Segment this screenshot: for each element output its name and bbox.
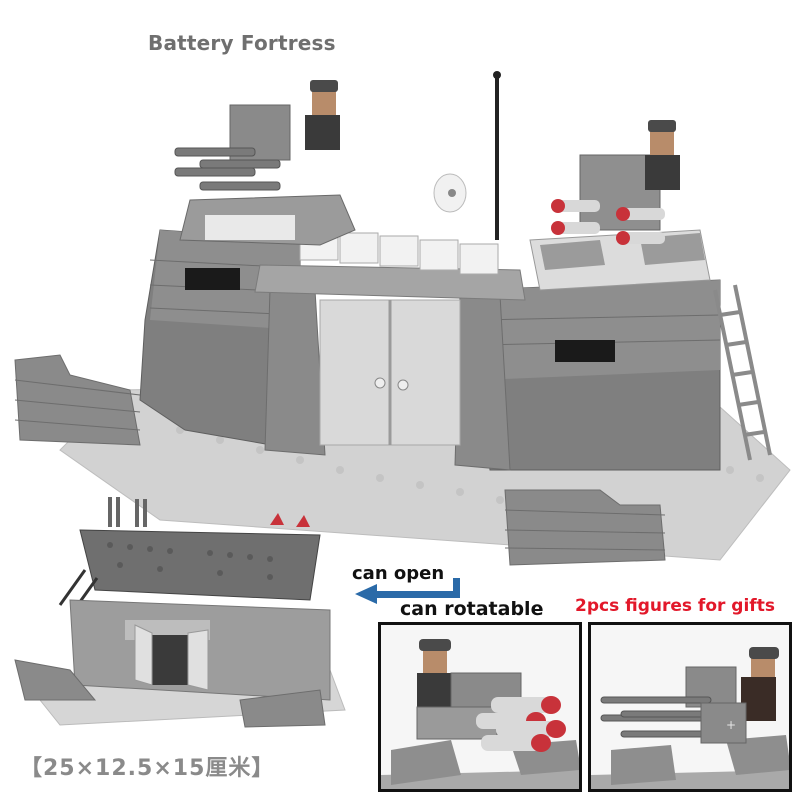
can-open-label: can open	[352, 563, 445, 584]
figures-gift-label: 2pcs figures for gifts	[575, 596, 775, 616]
detail-rocket-turret-image	[378, 622, 582, 792]
can-rotatable-label: can rotatable	[400, 598, 544, 620]
left-arrow-icon	[355, 578, 465, 606]
main-fortress-image	[0, 60, 800, 580]
open-roof-image	[0, 485, 360, 735]
svg-text:+: +	[726, 718, 736, 732]
product-title: Battery Fortress	[148, 31, 336, 55]
detail-gatling-turret-image: +	[588, 622, 792, 792]
dimensions-label: 【25×12.5×15厘米】	[20, 756, 275, 781]
